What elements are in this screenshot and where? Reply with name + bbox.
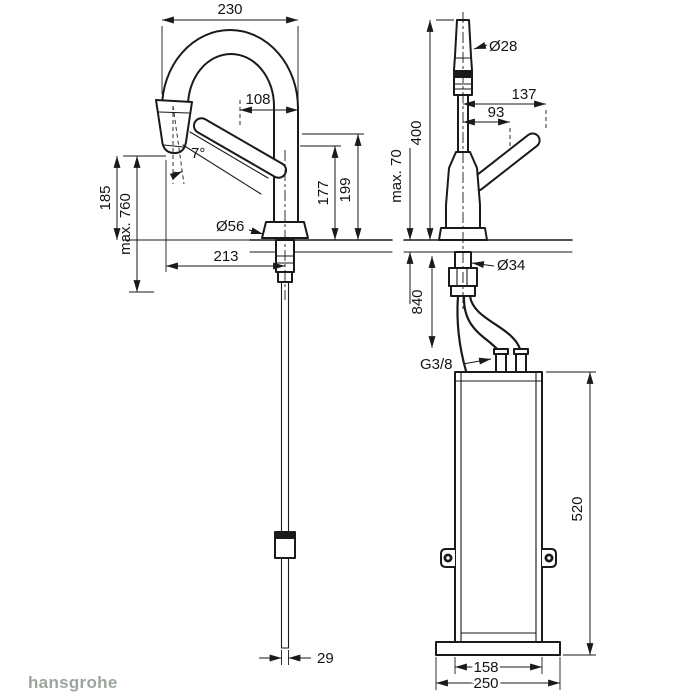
dim-label-outlet-height: 185 [97,185,114,210]
dim-label-thread: G3/8 [420,356,453,373]
phantom-lever-line-lower [182,144,262,195]
dim-hose-length: 840 [409,255,436,348]
dim-label-hose-width: 29 [317,650,334,667]
hose-fitting-2-cap [513,348,529,355]
spray-head-outlet-line [163,144,184,148]
box-base-plate [435,641,561,656]
leader-line [471,261,495,269]
dim-label-plate-width: 250 [473,675,498,692]
dim-max-deck-thickness: max. 70 [388,148,414,304]
dim-label-box-height: 520 [569,496,586,521]
hose-weight-band [275,532,295,539]
dim-label-hose-length: 840 [409,289,426,314]
spray-head-joint-line [158,111,190,114]
dim-box-height: 520 [546,371,596,656]
dim-handle-reach: 137 [463,86,547,130]
angle-arc [169,171,183,180]
phantom-lever-line-upper [189,131,269,179]
box-outer [454,371,543,643]
dim-box-width: 158 [454,657,543,679]
clip-screw-right-dot [547,556,551,560]
dim-label-handle-grip: 93 [488,104,505,121]
dim-handle-grip: 93 [463,104,511,148]
spray-head-side [155,99,193,155]
installation-box [435,371,561,656]
dim-label-reach: 213 [213,248,238,265]
dim-label-base-diameter: Ø56 [216,218,244,235]
leader-line [462,357,492,365]
clip-screw-left-dot [446,556,450,560]
dim-max-pullout: max. 760 [117,156,154,293]
spout-inner-edge [187,53,275,223]
dim-label-box-width: 158 [473,659,498,676]
dim-label-spout-offset: 108 [245,91,270,108]
dim-label-height-above-deck: 400 [408,120,425,145]
below-deck-hose [274,239,296,649]
front-view: Ø28 400 137 93 max. 70 Ø34 [388,12,596,695]
hose-fitting-1 [495,353,507,373]
dim-label-spout-width: 230 [217,1,242,18]
dim-label-handle-reach: 137 [511,86,536,103]
dim-plate-width: 250 [435,657,561,695]
supply-hose-1 [462,294,501,353]
dim-spout-offset: 108 [239,91,298,128]
spout-outer-edge [161,29,299,223]
dim-thread: G3/8 [420,356,492,373]
dim-label-max-pullout: max. 760 [117,193,134,255]
dim-label-spray-angle: 7° [191,145,205,162]
dim-head-diameter: Ø28 [473,38,517,55]
tilted-axis-line [172,105,185,185]
dim-outlet-height: 185 [97,155,250,241]
dim-shank-diameter: Ø34 [471,257,525,274]
dim-label-height-to-body: 177 [315,180,332,205]
dim-label-max-deck-thickness: max. 70 [388,149,405,202]
dim-label-height-to-handle: 199 [337,177,354,202]
side-view: 7° 230 108 [97,1,393,667]
dim-height-to-handle: 199 [302,133,364,240]
dim-label-shank-diameter: Ø34 [497,257,525,274]
dim-label-head-diameter: Ø28 [489,38,517,55]
dim-hose-width: 29 [259,650,334,667]
dim-base-diameter: Ø56 [216,218,264,235]
dim-height-above-deck: 400 [408,19,454,240]
pullout-hose [456,294,468,373]
dim-reach: 213 [165,160,285,272]
angle-construction: 7° [169,105,205,185]
hose-fitting-1-cap [493,348,509,355]
dim-spout-width: 230 [161,1,299,100]
hose-fitting-2 [515,353,527,373]
leader-line [473,42,488,50]
dim-height-to-body: 177 [300,145,341,240]
supply-hose-2 [468,294,522,351]
leader-line [248,227,264,235]
hansgrohe-logo: hansgrohe [28,673,118,692]
